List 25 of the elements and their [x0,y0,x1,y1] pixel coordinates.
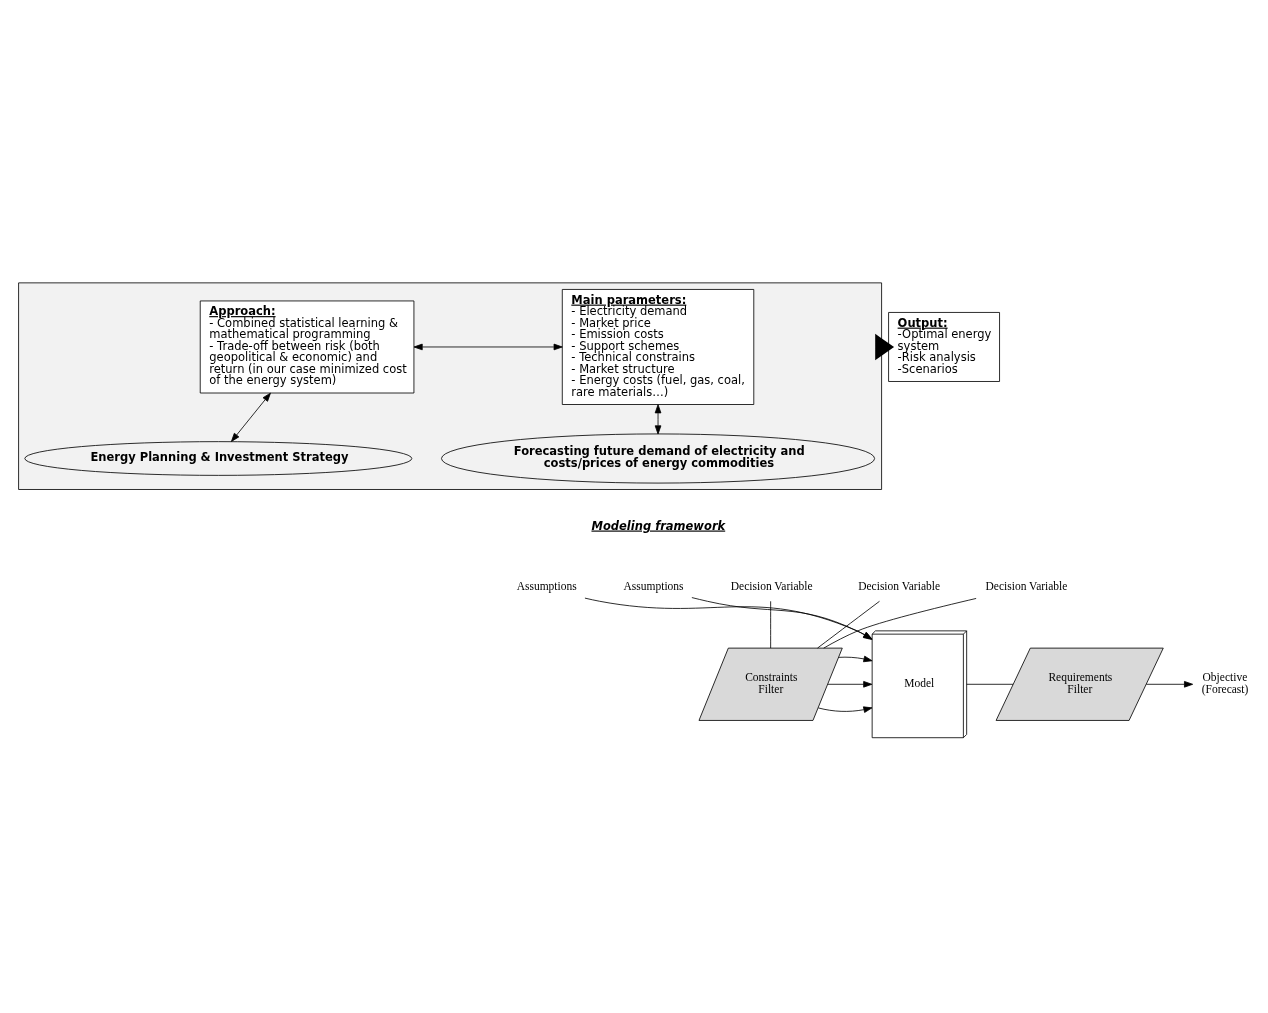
node-text: Decision Variable [985,579,1068,592]
cluster [18,281,882,490]
arrow [231,392,271,442]
connector [817,600,880,648]
node-text: Decision Variable [858,579,941,592]
arrow [817,705,873,713]
arrow [827,680,873,688]
label: Modeling framework [591,518,726,533]
node-text: Assumptions [623,579,684,592]
arrow [1145,680,1194,688]
node-box: Output: -Optimal energy system -Risk analysis -Scenarios [888,311,1000,382]
connector [770,600,772,648]
node-ellipse: Forecasting future demand of electricity and costs/prices of energy commodities [441,433,876,483]
node-text: Objective (Forecast) [1201,670,1249,695]
node-text: Assumptions [516,579,577,592]
arrow [413,343,563,350]
node-box: Main parameters: - Electricity demand - Market price - Emission costs - Support schemes - Technical constrains - Market structure - Energy costs (fuel, gas, coal, rare materials…) [561,288,755,405]
arrow [654,403,662,434]
node-ellipse: Energy Planning & Investment Strategy [24,440,413,476]
node-text: Decision Variable [730,579,813,592]
connector [823,597,977,649]
arrow [875,333,895,360]
arrow [838,655,873,662]
connector [966,683,1014,685]
node-box: Approach: - Combined statistical learning & mathematical programming - Trade-off between risk (both geopolitical & economic) and return (in our case minimized cost of the energy system) [199,300,415,393]
